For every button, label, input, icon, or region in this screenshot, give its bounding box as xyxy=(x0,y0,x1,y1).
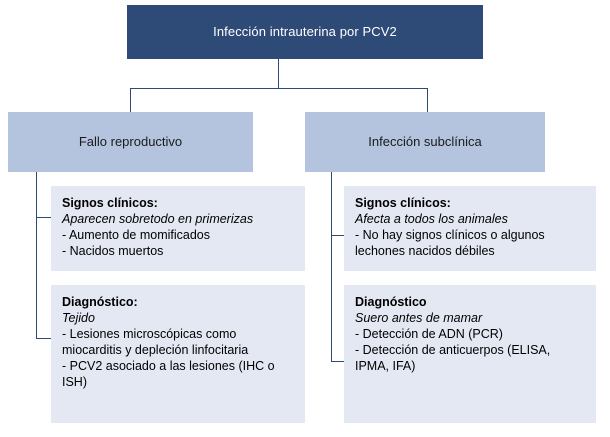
detail-card-title: Signos clínicos: xyxy=(355,196,451,210)
detail-card-signos-clinicos-fallo: Signos clínicos: Aparecen sobretodo en p… xyxy=(51,186,305,271)
detail-card-subtitle: Afecta a todos los animales xyxy=(355,212,508,226)
detail-card-item: - Detección de ADN (PCR) xyxy=(355,327,503,341)
detail-card-item: - Nacidos muertos xyxy=(62,244,164,258)
branch-node-infeccion-subclinica: Infección subclínica xyxy=(305,112,545,172)
connector-left-stub-1 xyxy=(36,217,51,218)
detail-card-signos-clinicos-subclinica: Signos clínicos: Afecta a todos los anim… xyxy=(344,186,596,271)
detail-card-diagnostico-subclinica: Diagnóstico Suero antes de mamar - Detec… xyxy=(344,285,596,423)
connector-root-split xyxy=(130,88,428,89)
branch-node-label: Fallo reproductivo xyxy=(78,134,183,149)
root-node-label: Infección intrauterina por PCV2 xyxy=(213,24,397,39)
detail-card-title: Signos clínicos: xyxy=(62,196,158,210)
detail-card-item: - Aumento de momificados xyxy=(62,228,210,242)
connector-to-branch-right xyxy=(427,88,428,112)
detail-card-subtitle: Tejido xyxy=(62,311,95,325)
branch-node-fallo-reproductivo: Fallo reproductivo xyxy=(8,112,253,172)
detail-card-subtitle: Suero antes de mamar xyxy=(355,311,483,325)
connector-right-stub-2 xyxy=(331,361,344,362)
detail-card-item: - No hay signos clínicos o algunos lecho… xyxy=(355,228,545,258)
connector-left-trunk xyxy=(36,172,37,339)
detail-card-diagnostico-fallo: Diagnóstico: Tejido - Lesiones microscóp… xyxy=(51,285,305,423)
detail-card-title: Diagnóstico xyxy=(355,295,427,309)
root-node: Infección intrauterina por PCV2 xyxy=(127,5,483,59)
detail-card-item: - Detección de anticuerpos (ELISA, IPMA,… xyxy=(355,343,551,373)
connector-right-trunk xyxy=(331,172,332,362)
connector-to-branch-left xyxy=(130,88,131,112)
detail-card-item: - Lesiones microscópicas como miocarditi… xyxy=(62,327,249,357)
detail-card-item: - PCV2 asociado a las lesiones (IHC o IS… xyxy=(62,359,275,389)
detail-card-title: Diagnóstico: xyxy=(62,295,138,309)
connector-root-stem xyxy=(278,59,279,89)
branch-node-label: Infección subclínica xyxy=(368,134,482,149)
connector-left-stub-2 xyxy=(36,338,51,339)
connector-right-stub-1 xyxy=(331,235,344,236)
detail-card-subtitle: Aparecen sobretodo en primerizas xyxy=(62,212,254,226)
